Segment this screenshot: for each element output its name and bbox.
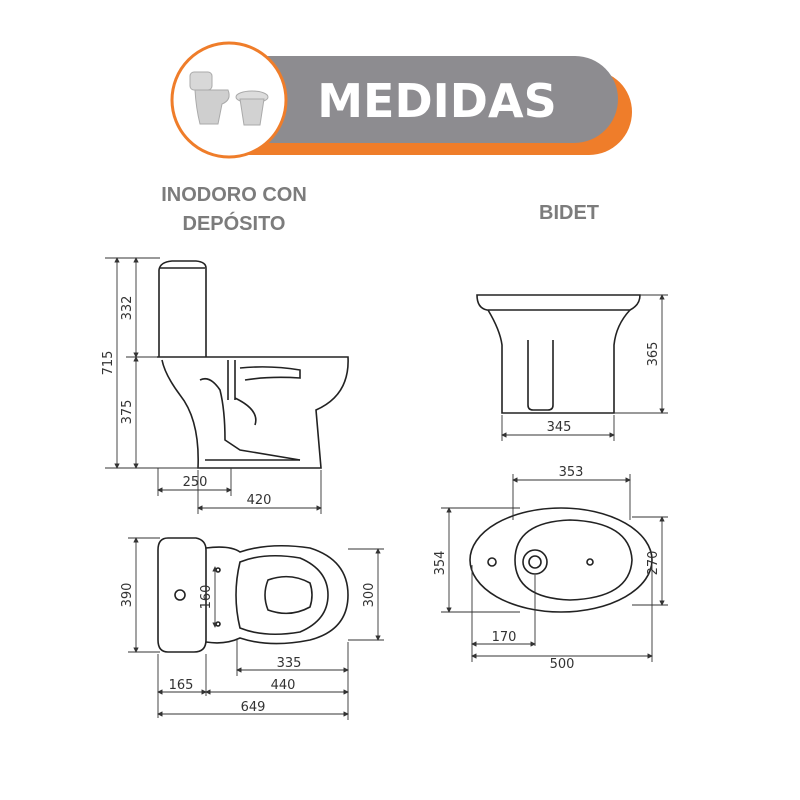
dim-total-length: 649	[241, 700, 266, 715]
dim-tank-width: 390	[120, 583, 135, 608]
toilet-top-view: 390 160 300 335 165 440 649	[120, 537, 384, 720]
dim-bidet-height: 365	[646, 342, 661, 367]
dim-bidet-drain-offset: 170	[492, 630, 517, 645]
bidet-side-view: 365 345	[476, 294, 668, 441]
toilet-title-line2: DEPÓSITO	[183, 211, 286, 235]
dim-bowl-width: 300	[362, 583, 377, 608]
dim-bowl-length: 440	[271, 678, 296, 693]
dim-bidet-base: 345	[547, 420, 572, 435]
dim-bidet-total-length: 500	[550, 657, 575, 672]
header-banner: MEDIDAS	[170, 41, 632, 159]
toilet-title-line1: INODORO CON	[161, 184, 307, 206]
dim-bidet-total-width: 354	[433, 551, 448, 576]
banner-bar	[230, 56, 618, 143]
dim-bidet-bowl-width: 270	[646, 551, 661, 576]
header-title: MEDIDAS	[317, 74, 556, 128]
dim-bowl-base: 420	[247, 493, 272, 508]
bidet-top-view: 353 354 270 170 500	[433, 465, 668, 672]
toilet-side-view: 715 332 375 250 420	[101, 257, 349, 514]
bidet-title: BIDET	[539, 202, 599, 224]
dim-tank-height: 332	[120, 296, 135, 321]
product-thumbnail	[189, 71, 269, 126]
dim-tank-length: 165	[169, 678, 194, 693]
dim-holes-spacing: 160	[199, 585, 214, 610]
dim-bidet-bowl-length: 353	[559, 465, 584, 480]
dim-tank-depth: 250	[183, 475, 208, 490]
dim-total-height: 715	[101, 351, 116, 376]
dim-bowl-opening: 335	[277, 656, 302, 671]
product-image-circle	[170, 41, 288, 159]
dim-bowl-height: 375	[120, 400, 135, 425]
